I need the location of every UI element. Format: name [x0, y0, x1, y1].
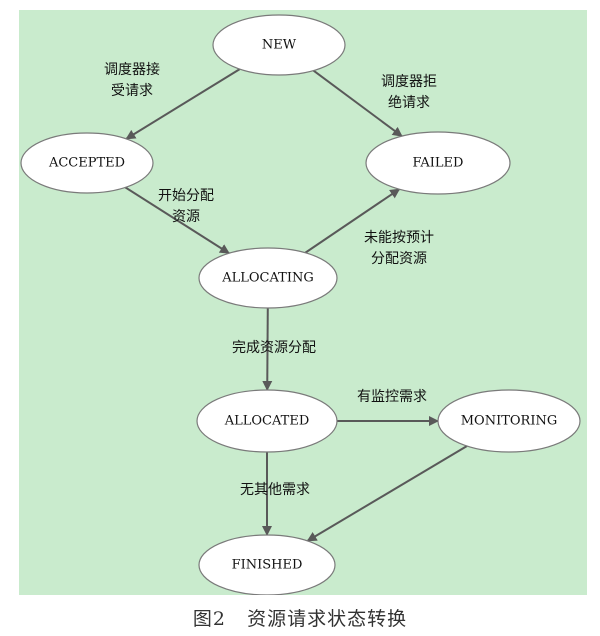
transition-label-line: 资源	[172, 209, 200, 225]
state-label-failed: FAILED	[413, 156, 464, 171]
state-ellipse	[198, 534, 336, 595]
transition-arrow-accepted-allocating	[124, 186, 230, 255]
transition-label-line: 未能按预计	[364, 230, 434, 246]
transition-label-line: 有监控需求	[357, 389, 427, 405]
state-node-accepted: ACCEPTED	[20, 132, 154, 194]
diagram-panel: 调度器接受请求 调度器拒绝请求开始分配资源未能按预计分配资源完成资源分配有监控需求…	[19, 10, 587, 595]
transition-arrow-new-failed	[312, 69, 403, 137]
state-node-allocating: ALLOCATING	[198, 247, 338, 309]
state-ellipse	[196, 389, 338, 453]
transition-arrow-new-accepted	[125, 68, 241, 140]
state-label-new: NEW	[262, 38, 297, 53]
state-node-allocated: ALLOCATED	[196, 389, 338, 453]
state-label-allocating: ALLOCATING	[221, 271, 314, 286]
transition-label-allocated-finished: 无其他需求	[240, 482, 310, 498]
state-node-failed: FAILED	[365, 131, 511, 195]
transition-label-allocating-failed: 未能按预计分配资源	[364, 230, 434, 267]
state-ellipse	[198, 247, 338, 309]
transition-label-line: 调度器拒	[381, 74, 437, 90]
transition-arrow-monitoring-finished	[306, 445, 468, 542]
transition-label-line: 完成资源分配	[232, 340, 316, 356]
state-ellipse	[212, 14, 346, 76]
state-ellipse	[20, 132, 154, 194]
transition-label-line: 无其他需求	[240, 482, 310, 498]
state-node-new: NEW	[212, 14, 346, 76]
state-node-monitoring: MONITORING	[437, 389, 581, 453]
transition-label-allocated-monitoring: 有监控需求	[357, 389, 427, 405]
transition-label-line: 绝请求	[388, 95, 430, 111]
transition-label-accepted-allocating: 开始分配资源	[158, 188, 214, 225]
transition-arrow-allocating-allocated	[262, 307, 273, 392]
transition-label-allocating-allocated: 完成资源分配	[232, 340, 316, 356]
state-diagram: 调度器接受请求 调度器拒绝请求开始分配资源未能按预计分配资源完成资源分配有监控需求…	[20, 14, 581, 595]
state-label-allocated: ALLOCATED	[224, 414, 310, 429]
transition-label-line: 开始分配	[158, 188, 214, 204]
transition-label-line: 分配资源	[371, 251, 427, 267]
state-ellipse	[437, 389, 581, 453]
state-label-finished: FINISHED	[232, 558, 303, 573]
state-label-accepted: ACCEPTED	[48, 156, 125, 171]
transition-label-line: 调度器接	[104, 61, 160, 78]
state-node-finished: FINISHED	[198, 534, 336, 595]
state-ellipse	[365, 131, 511, 195]
transition-label-new-accepted: 调度器接受请求	[104, 61, 160, 99]
transition-label-new-failed: 调度器拒绝请求	[381, 74, 437, 111]
transition-label-line: 受请求	[111, 83, 153, 99]
figure-caption: 图2 资源请求状态转换	[192, 608, 408, 630]
state-label-monitoring: MONITORING	[461, 414, 558, 429]
transition-arrow-allocating-failed	[304, 188, 401, 254]
